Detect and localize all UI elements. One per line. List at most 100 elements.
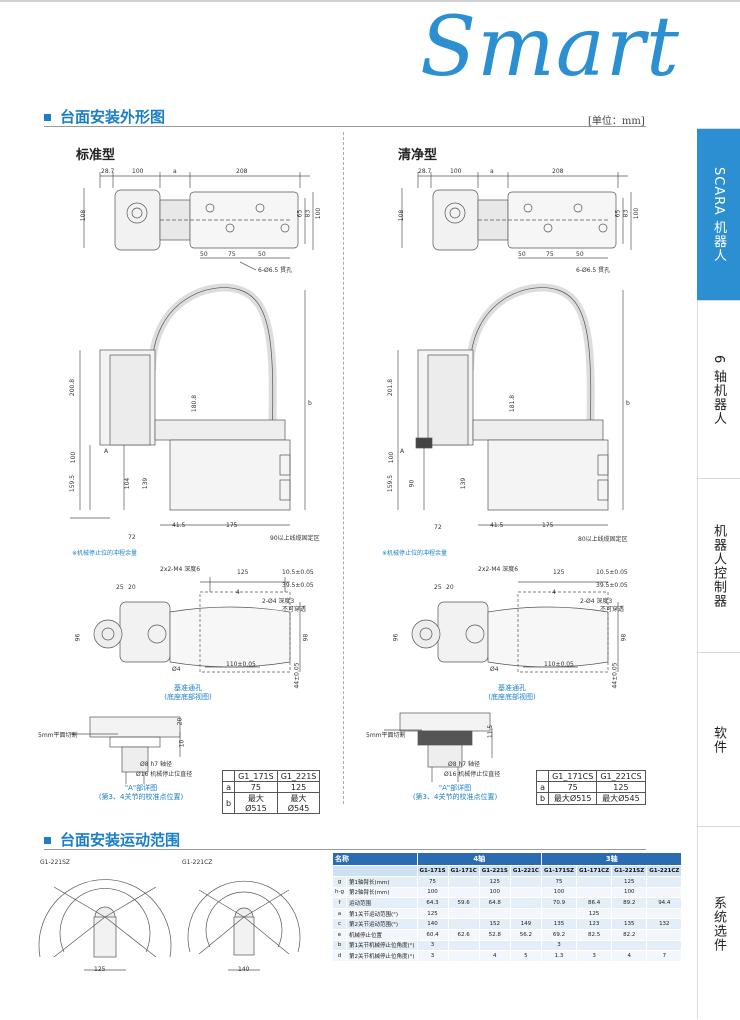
top-side-dim-1: 108	[80, 209, 88, 222]
detail-caption: "A"部详图 (第3、4关节的校准点位置)	[98, 784, 184, 801]
table-cell: 125	[478, 876, 511, 888]
sidebar-tab-1[interactable]: 6 轴机器人	[697, 300, 740, 479]
sidebar-tab-0[interactable]: SCARA 机器人	[697, 128, 740, 301]
row-key: e	[332, 928, 347, 941]
top-dim-3-clean: a	[490, 168, 494, 175]
top-view-drawing-standard	[83, 172, 314, 271]
unit-label: [单位：mm]	[588, 116, 645, 127]
top-dim-1-clean: 28.7	[418, 168, 432, 175]
sidebar-tab-2[interactable]: 机器人控制器	[697, 478, 740, 653]
base-dim-2: 20	[128, 584, 136, 591]
table-cell: 89.2	[611, 897, 648, 909]
table-cell	[646, 876, 683, 888]
table-cell: 70.9	[540, 897, 578, 909]
side-right-b-clean: b	[626, 400, 630, 407]
top-view-drawing-clean	[401, 172, 632, 259]
top-side-dim-4-clean: 100	[633, 207, 641, 220]
square-bullet-icon	[44, 837, 51, 844]
row-name: 第1关节机械停止位角度(°)	[345, 939, 418, 952]
top-dim-4: 208	[236, 168, 248, 175]
top-bottom-dim-3-clean: 50	[576, 251, 584, 258]
table-cell: 75	[540, 876, 578, 888]
top-side-dim-2: 65	[296, 209, 304, 218]
side-dim-1: 200.8	[69, 378, 77, 397]
side-dim-3: 159.5	[69, 474, 77, 493]
table-cell: 3	[416, 939, 449, 952]
sidebar-tab-3[interactable]: 软件	[697, 652, 740, 827]
top-rule	[0, 0, 740, 2]
detail-d2-clean: Ø16 机械停止位直径	[444, 771, 501, 778]
a-marker-clean: A	[400, 448, 405, 455]
base-dim-4-clean: 10.5±0.05	[596, 569, 628, 576]
motion-range-right	[187, 880, 301, 971]
row-key: g	[332, 876, 347, 888]
pin-note: 不可穿透	[282, 606, 307, 613]
table-cell	[611, 939, 648, 952]
detail-dim-3-clean: 11.5	[487, 724, 495, 739]
table-cell: 140	[416, 918, 449, 930]
sidebar-tab-label: SCARA 机器人	[711, 167, 726, 263]
table-cell	[447, 950, 480, 962]
detail-view-drawing-standard	[70, 716, 181, 784]
top-bottom-dim-3: 50	[258, 251, 266, 258]
row-key: d	[332, 950, 347, 962]
row-key: f	[332, 897, 347, 909]
table-cell	[509, 876, 542, 888]
table-cell: 100	[540, 886, 578, 899]
hole-dim-clean: Ø4	[490, 666, 499, 673]
row-key: b	[332, 939, 347, 952]
table-cell: 125	[576, 907, 613, 920]
motion-left-label: G1-221SZ	[40, 859, 71, 866]
base-dim-5: 39.5±0.05	[282, 582, 314, 589]
base-dim-10: 44±0.05	[293, 662, 301, 689]
cable-note-clean: 80以上线缆固定区	[578, 536, 628, 543]
table-cell	[646, 907, 683, 920]
row-name: 机械停止位置	[345, 928, 418, 941]
table-cell	[447, 918, 480, 930]
table-cell: 82.5	[576, 928, 613, 941]
table-cell	[447, 886, 480, 899]
pin-note-clean: 不可穿透	[600, 606, 625, 613]
top-bottom-dim-1-clean: 50	[518, 251, 526, 258]
side-dim-4-clean: 90	[408, 479, 416, 488]
table-cell	[478, 939, 511, 952]
base-dim-7: 96	[74, 633, 82, 642]
screw-label: 2x2-M4 深度6	[160, 566, 201, 573]
row-name: 第1轴臂长(mm)	[345, 876, 418, 888]
side-mid-dim-1-clean: 181.8	[509, 394, 517, 413]
row-key: c	[332, 918, 347, 930]
table-cell	[509, 939, 542, 952]
base-dim-1-clean: 25	[434, 584, 442, 591]
hole-dim: Ø4	[172, 666, 181, 673]
side-bottom-dim-1-clean: 41.5	[490, 522, 504, 529]
sidebar-tab-4[interactable]: 系统选件	[697, 826, 740, 1020]
table-cell: 125	[611, 876, 648, 888]
table-cell: 82.2	[611, 928, 648, 941]
table-cell	[509, 886, 542, 899]
section-rule	[44, 126, 646, 127]
top-bottom-dim-1: 50	[200, 251, 208, 258]
table-cell: 60.4	[416, 928, 449, 941]
side-mid-dim-2: 139	[142, 477, 150, 490]
detail-d1: Ø8 h7 轴径	[140, 761, 172, 768]
table-cell: 64.3	[416, 897, 449, 909]
table-cell: 3	[576, 950, 613, 962]
table-cell: 64.8	[478, 897, 511, 909]
detail-dim-2: 10	[178, 739, 186, 748]
table-cell	[540, 907, 578, 920]
base-dim-4: 10.5±0.05	[282, 569, 314, 576]
table-cell	[646, 928, 683, 941]
row-name: 第1关节运动范围(°)	[345, 907, 418, 920]
top-dim-2-clean: 100	[450, 168, 462, 175]
base-caption-clean: 基准通孔 (底座底部视图)	[488, 684, 536, 701]
row-key: a	[332, 907, 347, 920]
table-cell: 69.2	[540, 928, 578, 941]
table-cell	[509, 907, 542, 920]
hole-label: 6-Ø6.5 贯孔	[258, 267, 293, 274]
table-cell	[611, 907, 648, 920]
table-cell: 52.8	[478, 928, 511, 941]
base-view-drawing-standard	[93, 577, 301, 673]
table-cell	[576, 886, 613, 899]
table-cell: 100	[611, 886, 648, 899]
